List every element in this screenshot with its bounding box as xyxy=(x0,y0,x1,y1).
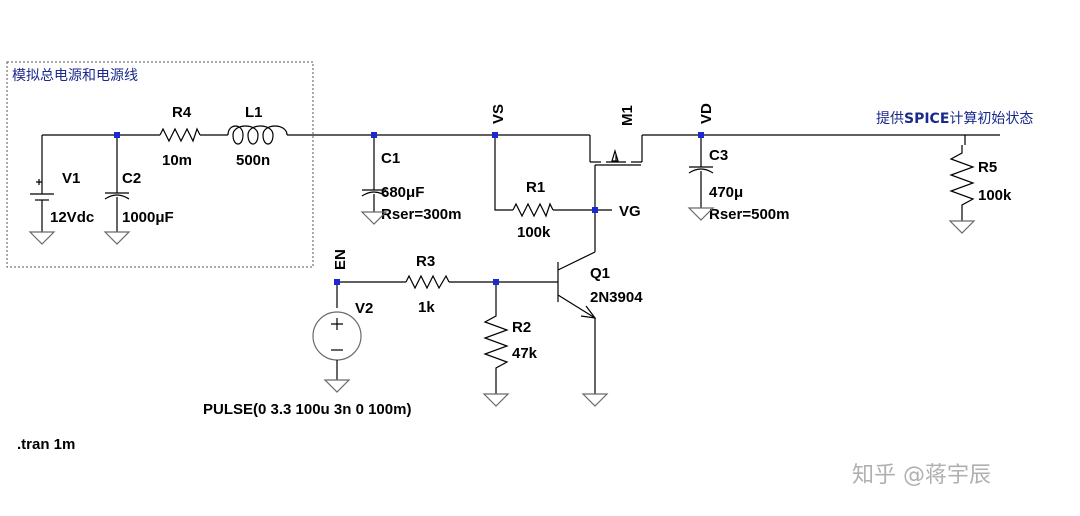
ground-icon xyxy=(360,211,388,225)
vd-net-label: VD xyxy=(698,103,715,124)
ground-icon xyxy=(948,220,976,234)
r4-value: 10m xyxy=(162,152,192,169)
junction-dot xyxy=(698,132,704,138)
annotation-suffix: 计算初始状态 xyxy=(949,110,1033,127)
junction-dot xyxy=(492,132,498,138)
c2-capacitor xyxy=(104,135,130,232)
v1-battery xyxy=(30,135,54,232)
c1-rser: Rser=300m xyxy=(381,206,461,223)
ground-icon xyxy=(581,393,609,407)
l1-ref: L1 xyxy=(245,104,263,121)
m1-ref: M1 xyxy=(619,105,636,126)
q1-npn-transistor xyxy=(557,210,597,394)
ground-icon xyxy=(687,207,715,221)
ground-icon xyxy=(103,231,131,245)
r2-value: 47k xyxy=(512,345,538,362)
annotation-highlight: SPICE xyxy=(904,111,949,127)
vg-net-label: VG xyxy=(619,203,641,220)
q1-ref: Q1 xyxy=(590,265,610,282)
junction-dots xyxy=(114,132,704,285)
c1-capacitor xyxy=(361,135,387,212)
l1-value: 500n xyxy=(236,152,270,169)
r4-ref: R4 xyxy=(172,104,192,121)
c3-capacitor xyxy=(688,135,714,208)
c1-ref: C1 xyxy=(381,150,400,167)
c3-rser: Rser=500m xyxy=(709,206,789,223)
junction-dot xyxy=(334,279,340,285)
en-net-label: EN xyxy=(332,249,349,270)
ground-icon xyxy=(482,393,510,407)
v2-value: PULSE(0 3.3 100u 3n 0 100m) xyxy=(203,401,411,418)
r1-ref: R1 xyxy=(526,179,545,196)
ground-icon xyxy=(323,379,351,393)
r5-ref: R5 xyxy=(978,159,997,176)
junction-dot xyxy=(592,207,598,213)
r4-resistor xyxy=(159,127,201,143)
m1-pmos xyxy=(589,135,643,210)
vs-net-label: VS xyxy=(490,104,507,124)
v1-value: 12Vdc xyxy=(50,209,94,226)
r3-value: 1k xyxy=(418,299,435,316)
power-supply-box xyxy=(6,61,314,268)
sim-directive: .tran 1m xyxy=(17,436,75,453)
q1-value: 2N3904 xyxy=(590,289,643,306)
r1-value: 100k xyxy=(517,224,551,241)
r1-resistor xyxy=(512,202,554,218)
v2-ref: V2 xyxy=(355,300,373,317)
r5-resistor xyxy=(949,145,975,221)
c3-ref: C3 xyxy=(709,147,728,164)
box-title: 模拟总电源和电源线 xyxy=(12,68,138,84)
r2-ref: R2 xyxy=(512,319,531,336)
annotation-prefix: 提供 xyxy=(876,111,904,127)
v2-pulse-source xyxy=(312,311,362,380)
supply-rail-wires xyxy=(42,134,1000,145)
r5-value: 100k xyxy=(978,187,1012,204)
v1-ref: V1 xyxy=(62,170,80,187)
ground-symbols xyxy=(28,207,976,407)
c2-value: 1000μF xyxy=(122,209,174,226)
watermark: 知乎 @蒋宇辰 xyxy=(852,463,991,488)
ground-icon xyxy=(28,231,56,245)
r3-resistor xyxy=(405,274,450,290)
junction-dot xyxy=(114,132,120,138)
r3-ref: R3 xyxy=(416,253,435,270)
l1-inductor xyxy=(227,125,288,145)
c1-value: 680μF xyxy=(381,184,424,201)
junction-dot xyxy=(371,132,377,138)
spice-annotation: 提供SPICE计算初始状态 xyxy=(876,110,1033,127)
c3-value: 470μ xyxy=(709,184,743,201)
r2-resistor xyxy=(483,282,509,394)
junction-dot xyxy=(493,279,499,285)
vs-wire xyxy=(494,135,513,211)
c2-ref: C2 xyxy=(122,170,141,187)
